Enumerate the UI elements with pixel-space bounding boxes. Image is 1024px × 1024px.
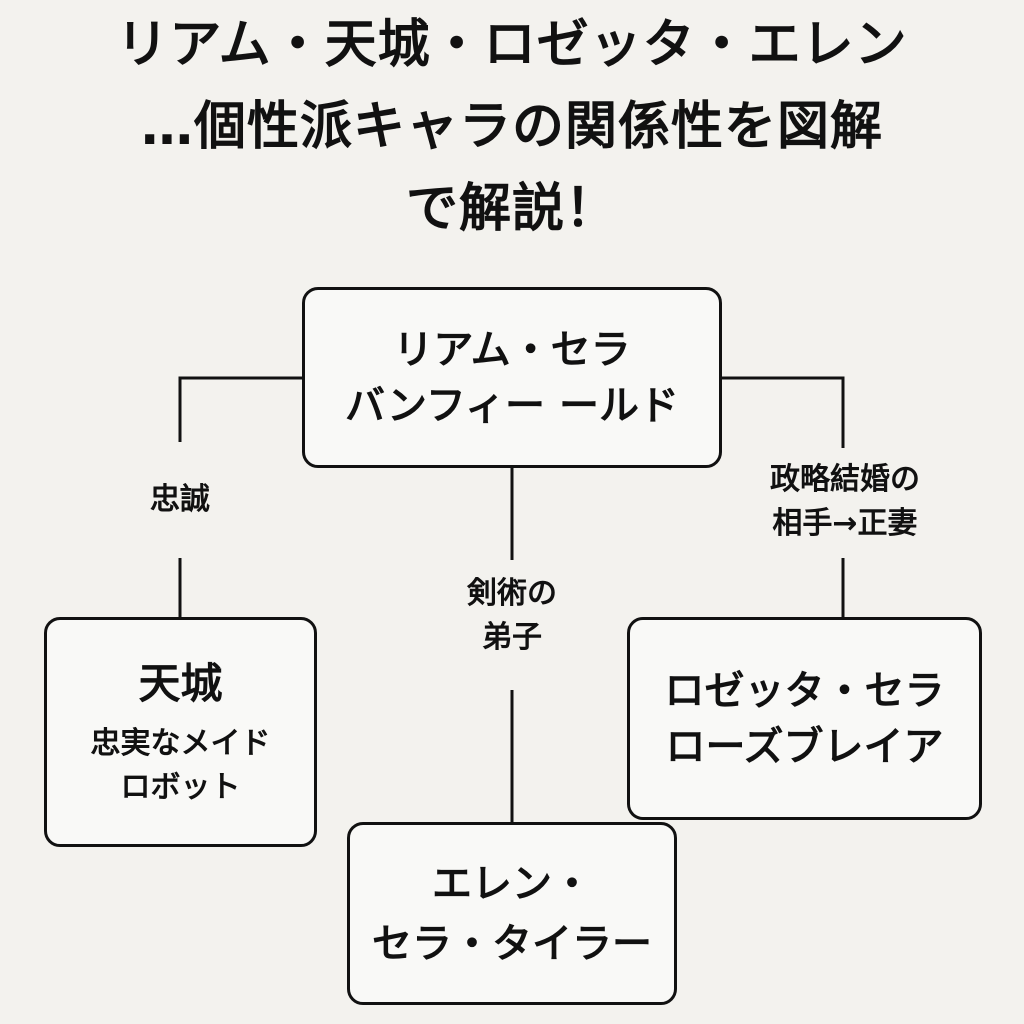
title-line-1: リアム・天城・ロゼッタ・エレン	[116, 15, 908, 75]
node-riam-line-1: リアム・セラ	[393, 326, 631, 373]
node-amagi: 天城 忠実なメイド ロボット	[44, 617, 317, 847]
node-amagi-desc-line-1: 忠実なメイド	[90, 726, 271, 761]
node-amagi-name: 天城	[138, 659, 223, 708]
edge-label-marriage: 政略結婚の 相手→正妻	[735, 458, 955, 546]
edge-label-disciple-line-1: 剣術の	[467, 576, 557, 611]
edge-label-marriage-line-2: 相手→正妻	[772, 506, 918, 541]
node-amagi-desc-line-2: ロボット	[120, 770, 241, 805]
node-riam-line-2: バンフィー ールド	[345, 382, 679, 429]
node-ellen-line-2: セラ・タイラー	[372, 920, 652, 967]
edge-label-marriage-line-1: 政略結婚の	[770, 462, 920, 497]
edge-label-disciple-line-2: 弟子	[482, 620, 542, 655]
node-ellen-line-1: エレン・	[432, 860, 592, 907]
edge-label-loyalty: 忠誠	[120, 478, 240, 522]
node-rosetta-line-2: ローズブレイア	[665, 723, 944, 770]
connector-riam-rosetta-upper	[722, 376, 845, 448]
node-rosetta-line-1: ロゼッタ・セラ	[664, 667, 945, 714]
edge-label-loyalty-text: 忠誠	[150, 482, 210, 517]
edge-label-disciple: 剣術の 弟子	[432, 572, 592, 660]
page-title: リアム・天城・ロゼッタ・エレン …個性派キャラの関係性を図解 で解説！	[0, 4, 1024, 250]
node-ellen: エレン・ セラ・タイラー	[347, 822, 677, 1005]
node-riam: リアム・セラ バンフィー ールド	[302, 287, 722, 468]
title-line-2: …個性派キャラの関係性を図解	[140, 97, 883, 157]
title-line-3: で解説！	[405, 179, 618, 239]
connector-riam-amagi-upper	[178, 376, 302, 442]
node-rosetta: ロゼッタ・セラ ローズブレイア	[627, 617, 982, 820]
